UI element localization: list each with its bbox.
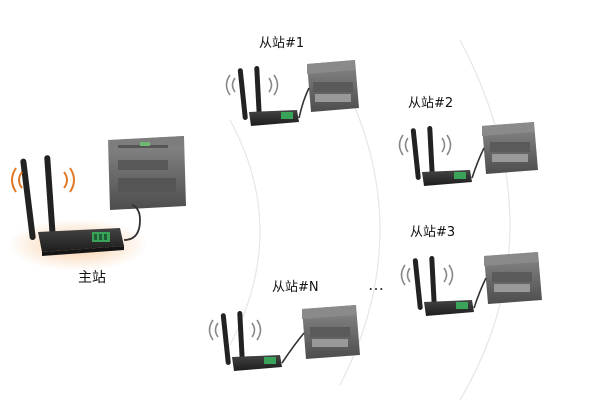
master-antenna-left [20, 158, 36, 241]
slave1-label: 从站#1 [259, 36, 304, 51]
master-cable [123, 204, 141, 241]
slaven-label: 从站#N [272, 280, 319, 295]
ellipsis-label: … [368, 275, 384, 294]
slave3-label: 从站#3 [410, 225, 455, 240]
master-station [8, 136, 186, 271]
slave-station-n [208, 305, 360, 371]
slave2-label: 从站#2 [408, 96, 453, 111]
radio-rings [229, 39, 511, 401]
slave-station-1 [225, 60, 359, 126]
plc-icon [108, 136, 186, 210]
master-label: 主站 [78, 270, 106, 286]
router-icon [38, 228, 124, 256]
master-antenna-right [44, 155, 56, 241]
slave-station-2 [398, 122, 538, 186]
signal-icon [11, 167, 75, 193]
slave-station-3 [400, 252, 542, 316]
